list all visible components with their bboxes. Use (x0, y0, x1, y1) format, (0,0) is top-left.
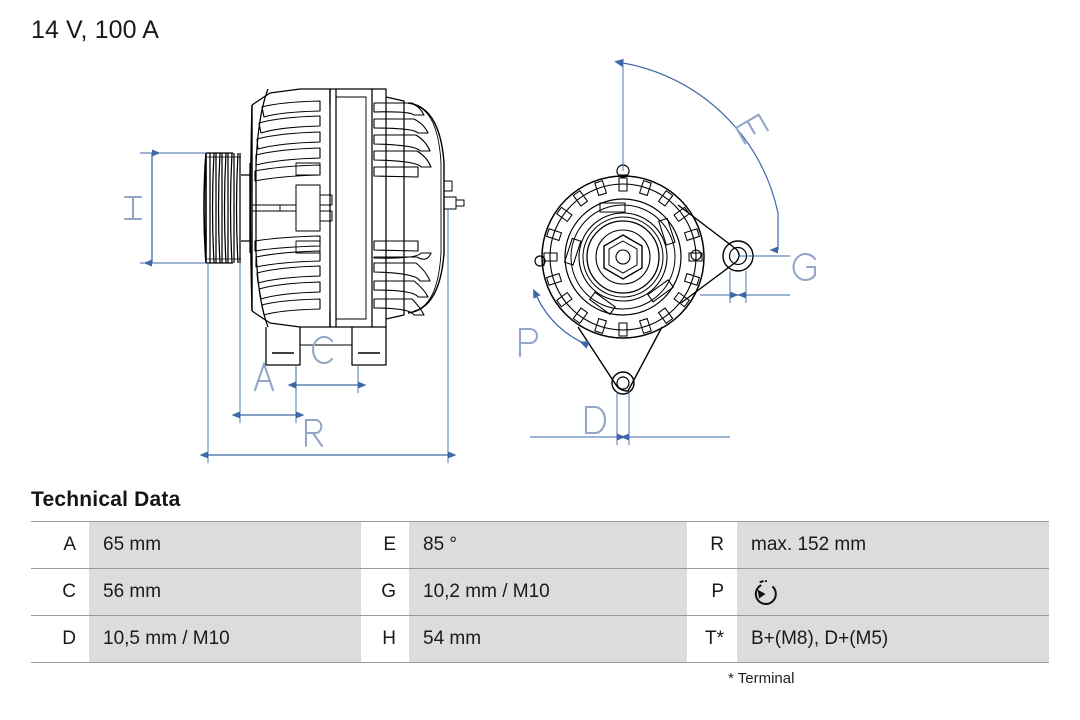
table-row: C 56 mm G 10,2 mm / M10 P (31, 568, 1049, 616)
terminal-footnote: * Terminal (728, 670, 795, 687)
fan-plate-slots (563, 202, 676, 315)
spec-value-p (737, 568, 1049, 616)
stator-section (252, 88, 373, 328)
spec-key-t: T* (687, 615, 737, 663)
side-view-dimension-labels (123, 195, 334, 448)
dimension-label-H (123, 195, 143, 221)
front-view-alternator (534, 164, 754, 395)
pulley (203, 152, 251, 264)
front-view-dimension-labels (518, 113, 817, 435)
spec-value-r: max. 152 mm (737, 521, 1049, 569)
dimension-label-P (518, 327, 539, 358)
technical-data-heading: Technical Data (31, 488, 181, 511)
dimension-label-R (304, 418, 324, 448)
technical-data-section: Technical Data A 65 mm E 85 ° R max. 152… (0, 488, 1080, 687)
table-row: D 10,5 mm / M10 H 54 mm T* B+(M8), D+(M5… (31, 615, 1049, 663)
cooling-slots-drive-end (254, 100, 321, 316)
spec-value-d: 10,5 mm / M10 (89, 615, 361, 663)
spec-value-e: 85 ° (409, 521, 687, 569)
side-view-dimensions (140, 149, 457, 463)
technical-drawing (0, 45, 1080, 485)
spec-value-t: B+(M8), D+(M5) (737, 615, 1049, 663)
front-view-dimensions (530, 59, 790, 445)
cooling-vent-ring (543, 177, 703, 337)
dimension-label-G (792, 252, 817, 282)
mounting-ear-lower (577, 326, 663, 395)
spec-key-e: E (361, 521, 409, 569)
cooling-slots-slipring-end (373, 102, 432, 316)
spec-value-c: 56 mm (89, 568, 361, 616)
dimension-label-C (312, 336, 334, 364)
side-view-alternator (203, 88, 465, 366)
specifications-table: A 65 mm E 85 ° R max. 152 mm C 56 mm G 1… (31, 521, 1049, 663)
mounting-feet-side (265, 327, 387, 366)
dimension-label-A (253, 360, 275, 392)
dimension-label-E (734, 113, 769, 145)
spec-key-a: A (31, 521, 89, 569)
hex-nut (603, 234, 643, 280)
table-row: A 65 mm E 85 ° R max. 152 mm (31, 521, 1049, 569)
spec-key-g: G (361, 568, 409, 616)
drawing-canvas (123, 59, 817, 463)
spec-key-c: C (31, 568, 89, 616)
spec-key-p: P (687, 568, 737, 616)
spec-value-a: 65 mm (89, 521, 361, 569)
spec-key-r: R (687, 521, 737, 569)
dimension-label-D (584, 405, 607, 435)
rear-cover (372, 88, 465, 328)
spec-key-d: D (31, 615, 89, 663)
spec-key-h: H (361, 615, 409, 663)
spec-value-g: 10,2 mm / M10 (409, 568, 687, 616)
page-title: 14 V, 100 A (31, 16, 160, 44)
spec-value-h: 54 mm (409, 615, 687, 663)
counter-clockwise-rotation-icon (751, 578, 781, 606)
drive-end-housing (249, 88, 331, 328)
housing-lugs (534, 164, 630, 267)
